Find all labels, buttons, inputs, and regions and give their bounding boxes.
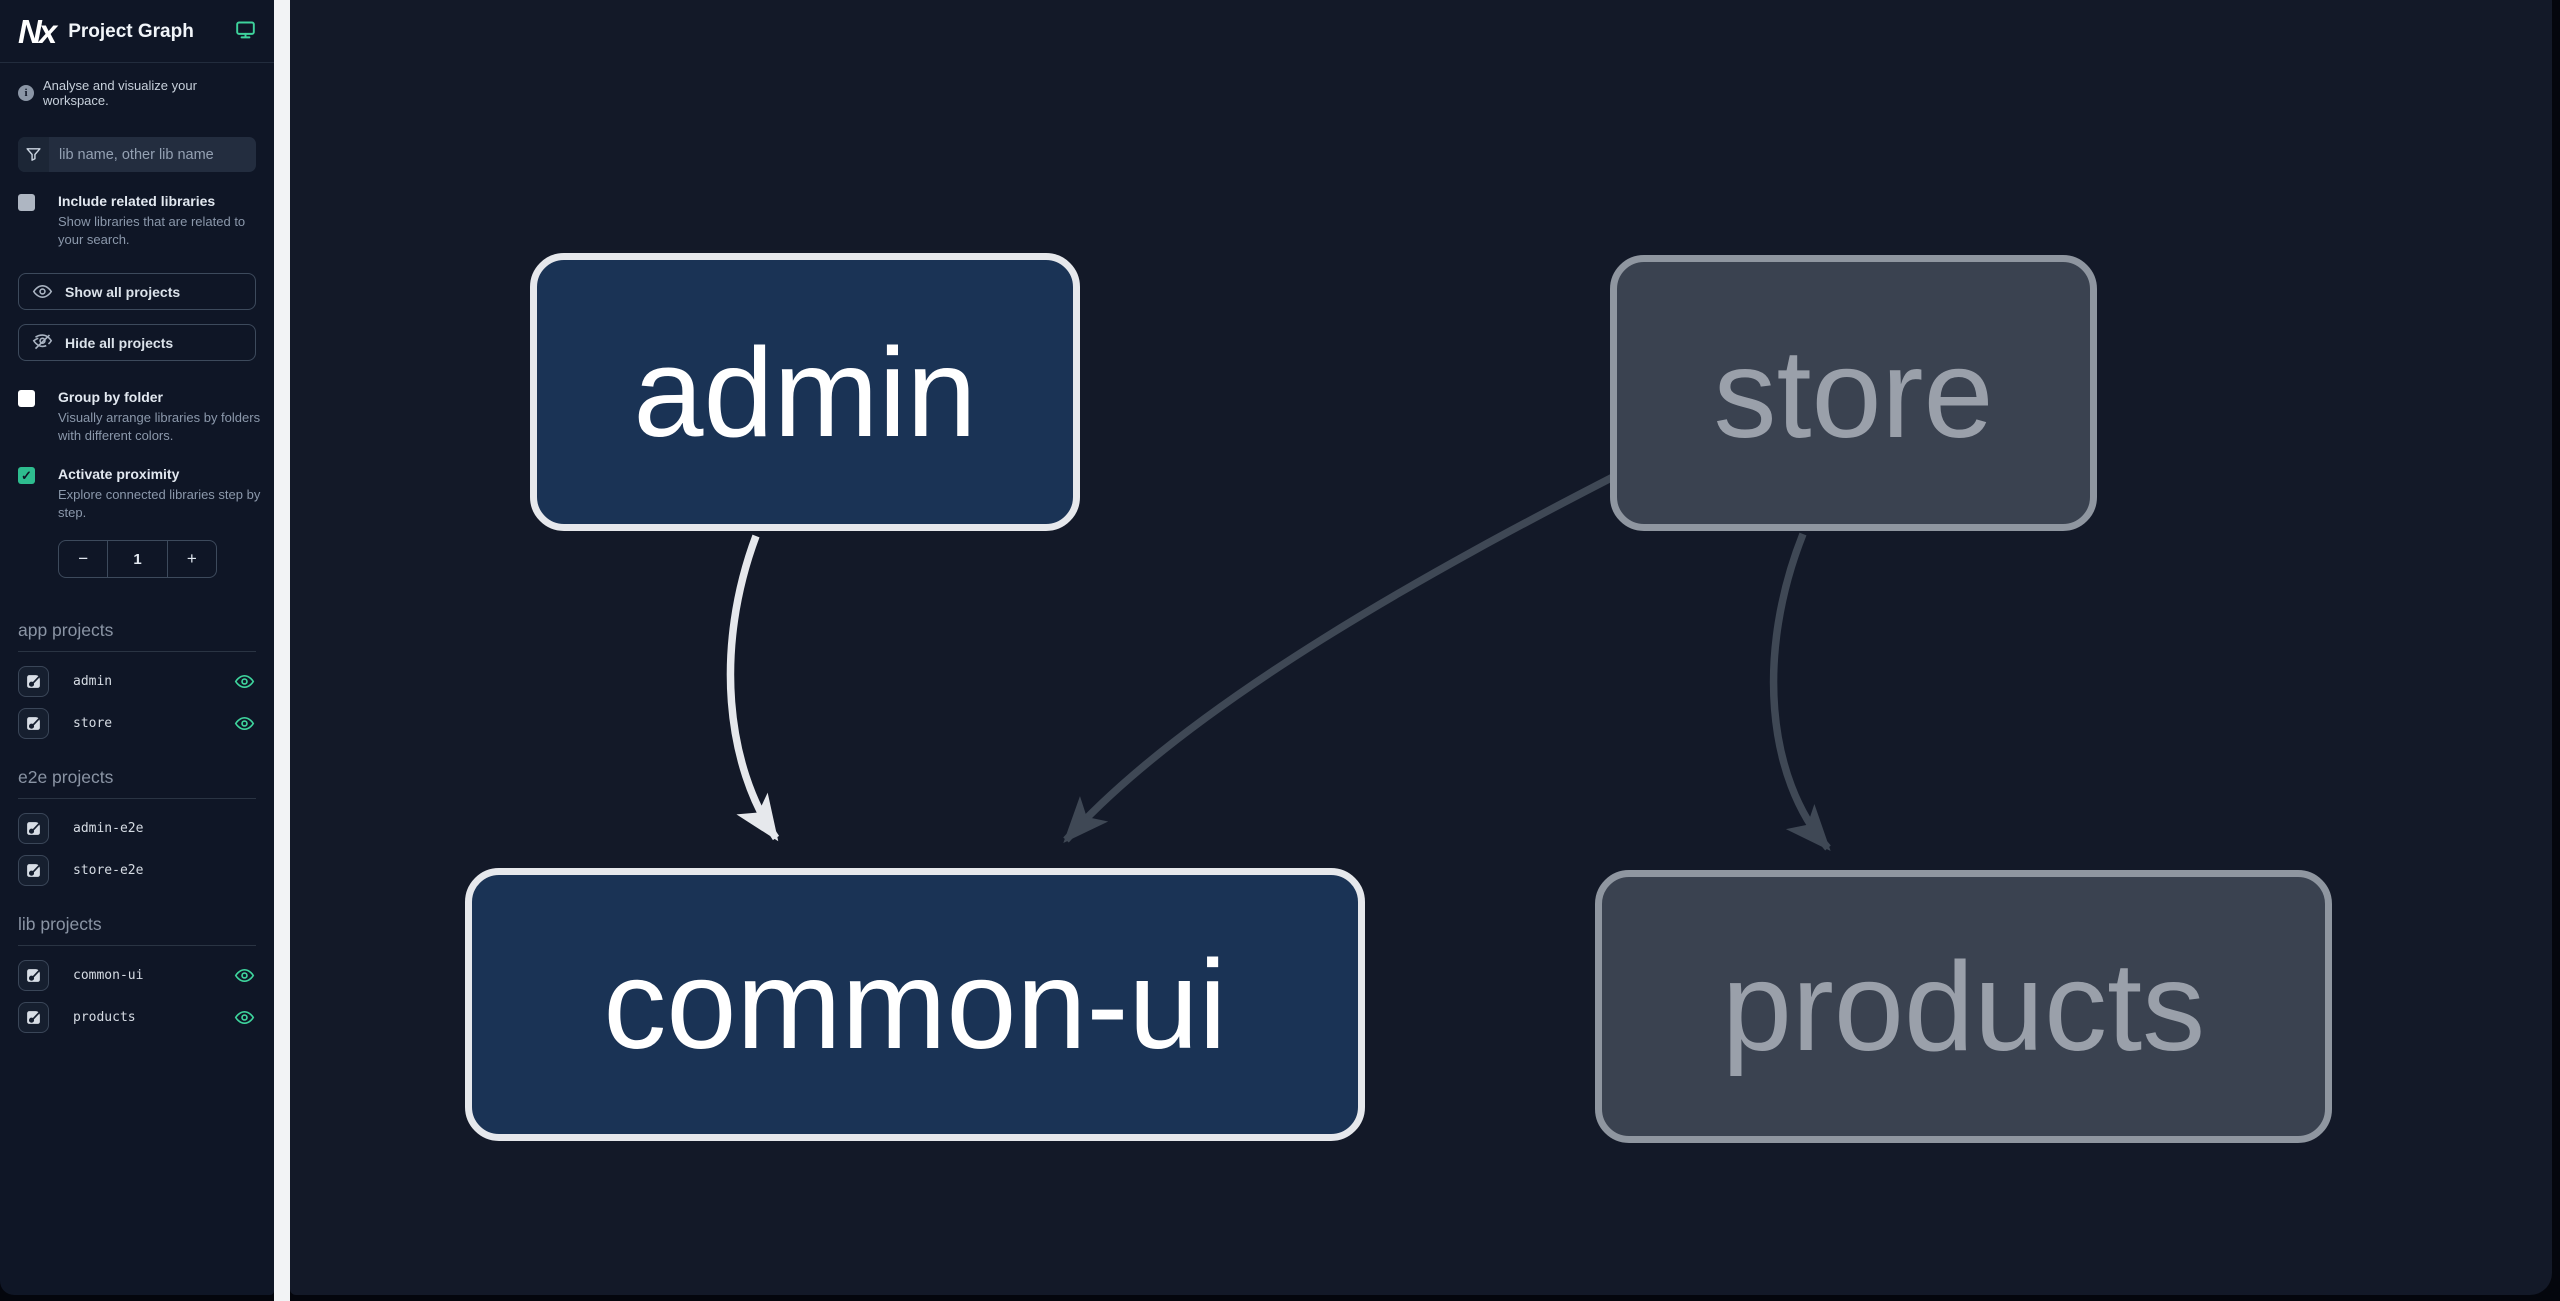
project-name: admin-e2e	[73, 821, 144, 836]
graph-node-common-ui[interactable]: common-ui	[465, 868, 1365, 1141]
workspace-tagline: i Analyse and visualize your workspace.	[0, 78, 274, 108]
project-name: store-e2e	[73, 863, 144, 878]
focus-project-button[interactable]	[18, 813, 49, 844]
graph-node-admin[interactable]: admin	[530, 253, 1080, 531]
focus-project-button[interactable]	[18, 960, 49, 991]
panel-resizer[interactable]	[274, 0, 290, 1301]
section-title: app projects	[18, 620, 256, 652]
option-activate-proximity[interactable]: ✓ Activate proximity Explore connected l…	[0, 466, 274, 522]
project-row-admin-e2e: admin-e2e	[18, 812, 256, 845]
eye-off-icon	[32, 334, 53, 350]
activate-proximity-checkbox[interactable]: ✓	[18, 467, 35, 484]
toggle-visibility-eye-icon[interactable]	[234, 671, 256, 693]
include-related-checkbox[interactable]: ✓	[18, 194, 35, 211]
project-section-app: app projects admin store	[18, 620, 256, 740]
node-label: store	[1713, 322, 1994, 464]
focus-project-button[interactable]	[18, 666, 49, 697]
project-section-e2e: e2e projects admin-e2e store-e2e	[18, 767, 256, 887]
project-section-lib: lib projects common-ui products	[18, 914, 256, 1034]
graph-canvas[interactable]: admin store common-ui products	[290, 0, 2552, 1295]
project-name: store	[73, 716, 113, 731]
toggle-visibility-eye-icon[interactable]	[234, 713, 256, 735]
node-label: products	[1721, 936, 2206, 1077]
activate-proximity-label: Activate proximity	[58, 466, 180, 482]
node-label: admin	[633, 321, 977, 463]
project-sections: app projects admin store e2e projects admin-…	[0, 620, 274, 1034]
show-all-label: Show all projects	[65, 283, 181, 300]
show-all-projects-button[interactable]: Show all projects	[18, 273, 256, 310]
project-name: admin	[73, 674, 113, 689]
sidebar: Nx Project Graph i Analyse and visualize…	[0, 0, 274, 1295]
project-row-store-e2e: store-e2e	[18, 854, 256, 887]
proximity-stepper: − 1 +	[58, 540, 217, 578]
include-related-label: Include related libraries	[58, 193, 216, 209]
graph-node-store[interactable]: store	[1610, 255, 2097, 531]
toggle-visibility-eye-icon[interactable]	[234, 965, 256, 987]
section-title: lib projects	[18, 914, 256, 946]
focus-project-button[interactable]	[18, 855, 49, 886]
filter-icon	[18, 137, 49, 172]
proximity-decrement-button[interactable]: −	[78, 549, 89, 568]
info-icon: i	[18, 85, 34, 101]
include-related-description: Show libraries that are related to your …	[58, 214, 246, 247]
focus-project-button[interactable]	[18, 1002, 49, 1033]
graph-node-products[interactable]: products	[1595, 870, 2332, 1143]
section-title: e2e projects	[18, 767, 256, 799]
proximity-value: 1	[107, 541, 168, 577]
sidebar-header: Nx Project Graph	[0, 0, 274, 63]
node-label: common-ui	[603, 934, 1227, 1075]
nx-logo-icon: Nx	[18, 13, 57, 50]
monitor-icon[interactable]	[235, 19, 256, 45]
app-title: Project Graph	[68, 20, 194, 42]
focus-project-button[interactable]	[18, 708, 49, 739]
project-row-store: store	[18, 707, 256, 740]
eye-icon	[32, 285, 53, 298]
project-name: common-ui	[73, 968, 144, 983]
edge-store-to-products[interactable]	[1769, 532, 1831, 851]
option-group-by-folder[interactable]: ✓ Group by folder Visually arrange libra…	[0, 389, 274, 445]
hide-all-label: Hide all projects	[65, 334, 174, 351]
search-box	[18, 137, 256, 172]
activate-proximity-description: Explore connected libraries step by step…	[58, 487, 261, 520]
proximity-increment-button[interactable]: +	[186, 549, 197, 568]
dependency-edges	[726, 473, 1831, 851]
project-row-common-ui: common-ui	[18, 959, 256, 992]
group-by-folder-checkbox[interactable]: ✓	[18, 390, 35, 407]
tagline-text: Analyse and visualize your workspace.	[43, 78, 197, 108]
edge-store-to-common-ui[interactable]	[1063, 473, 1615, 843]
project-row-admin: admin	[18, 665, 256, 698]
hide-all-projects-button[interactable]: Hide all projects	[18, 324, 256, 361]
project-row-products: products	[18, 1001, 256, 1034]
group-by-folder-label: Group by folder	[58, 389, 163, 405]
group-by-folder-description: Visually arrange libraries by folders wi…	[58, 410, 261, 443]
toggle-visibility-eye-icon[interactable]	[234, 1007, 256, 1029]
search-input[interactable]	[49, 137, 256, 172]
option-include-related[interactable]: ✓ Include related libraries Show librari…	[0, 193, 274, 249]
edge-admin-to-common-ui[interactable]	[726, 534, 780, 842]
project-name: products	[73, 1010, 136, 1025]
